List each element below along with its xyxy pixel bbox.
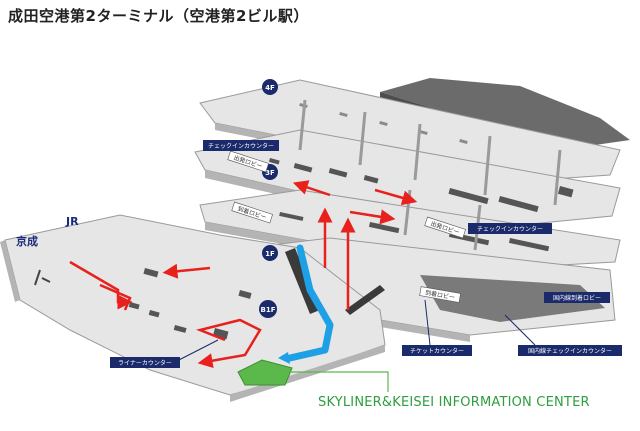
route-blue-arrow xyxy=(278,352,290,364)
route-red xyxy=(69,180,418,369)
keisei-label: 京成 xyxy=(16,234,38,248)
label-domestic-checkin: 国内線チェックインカウンター xyxy=(518,345,622,356)
info-center-leader xyxy=(290,371,389,392)
jr-label: JR xyxy=(65,215,79,228)
svg-text:チェックインカウンター: チェックインカウンター xyxy=(208,142,274,150)
label-checkin-4f: チェックインカウンター xyxy=(203,140,279,151)
label-ticket-counter: チケットカウンター xyxy=(402,345,472,356)
label-liner-counter: ライナーカウンター xyxy=(110,357,180,368)
svg-text:国内線到着ロビー: 国内線到着ロビー xyxy=(553,294,601,302)
info-center-label: SKYLINER&KEISEI INFORMATION CENTER xyxy=(318,395,590,410)
route-blue xyxy=(286,244,334,362)
label-domestic-arrival-lobby: 国内線到着ロビー xyxy=(544,292,610,303)
map-title: 成田空港第2ターミナル（空港第2ビル駅） xyxy=(8,7,309,25)
info-center-area xyxy=(237,359,293,386)
svg-text:ライナーカウンター: ライナーカウンター xyxy=(118,359,172,367)
floor-badge-1f: 1F xyxy=(262,245,278,261)
svg-text:B1F: B1F xyxy=(261,306,276,314)
floor-badge-b1f: B1F xyxy=(259,300,277,318)
leader-lines xyxy=(174,299,536,363)
svg-text:国内線チェックインカウンター: 国内線チェックインカウンター xyxy=(528,347,612,355)
svg-text:3F: 3F xyxy=(265,169,275,177)
svg-text:1F: 1F xyxy=(265,250,275,258)
label-checkin-3f: チェックインカウンター xyxy=(468,223,552,234)
floor-badge-4f: 4F xyxy=(262,79,278,95)
svg-text:4F: 4F xyxy=(265,84,275,92)
svg-text:チェックインカウンター: チェックインカウンター xyxy=(477,225,543,233)
svg-text:チケットカウンター: チケットカウンター xyxy=(410,347,464,355)
